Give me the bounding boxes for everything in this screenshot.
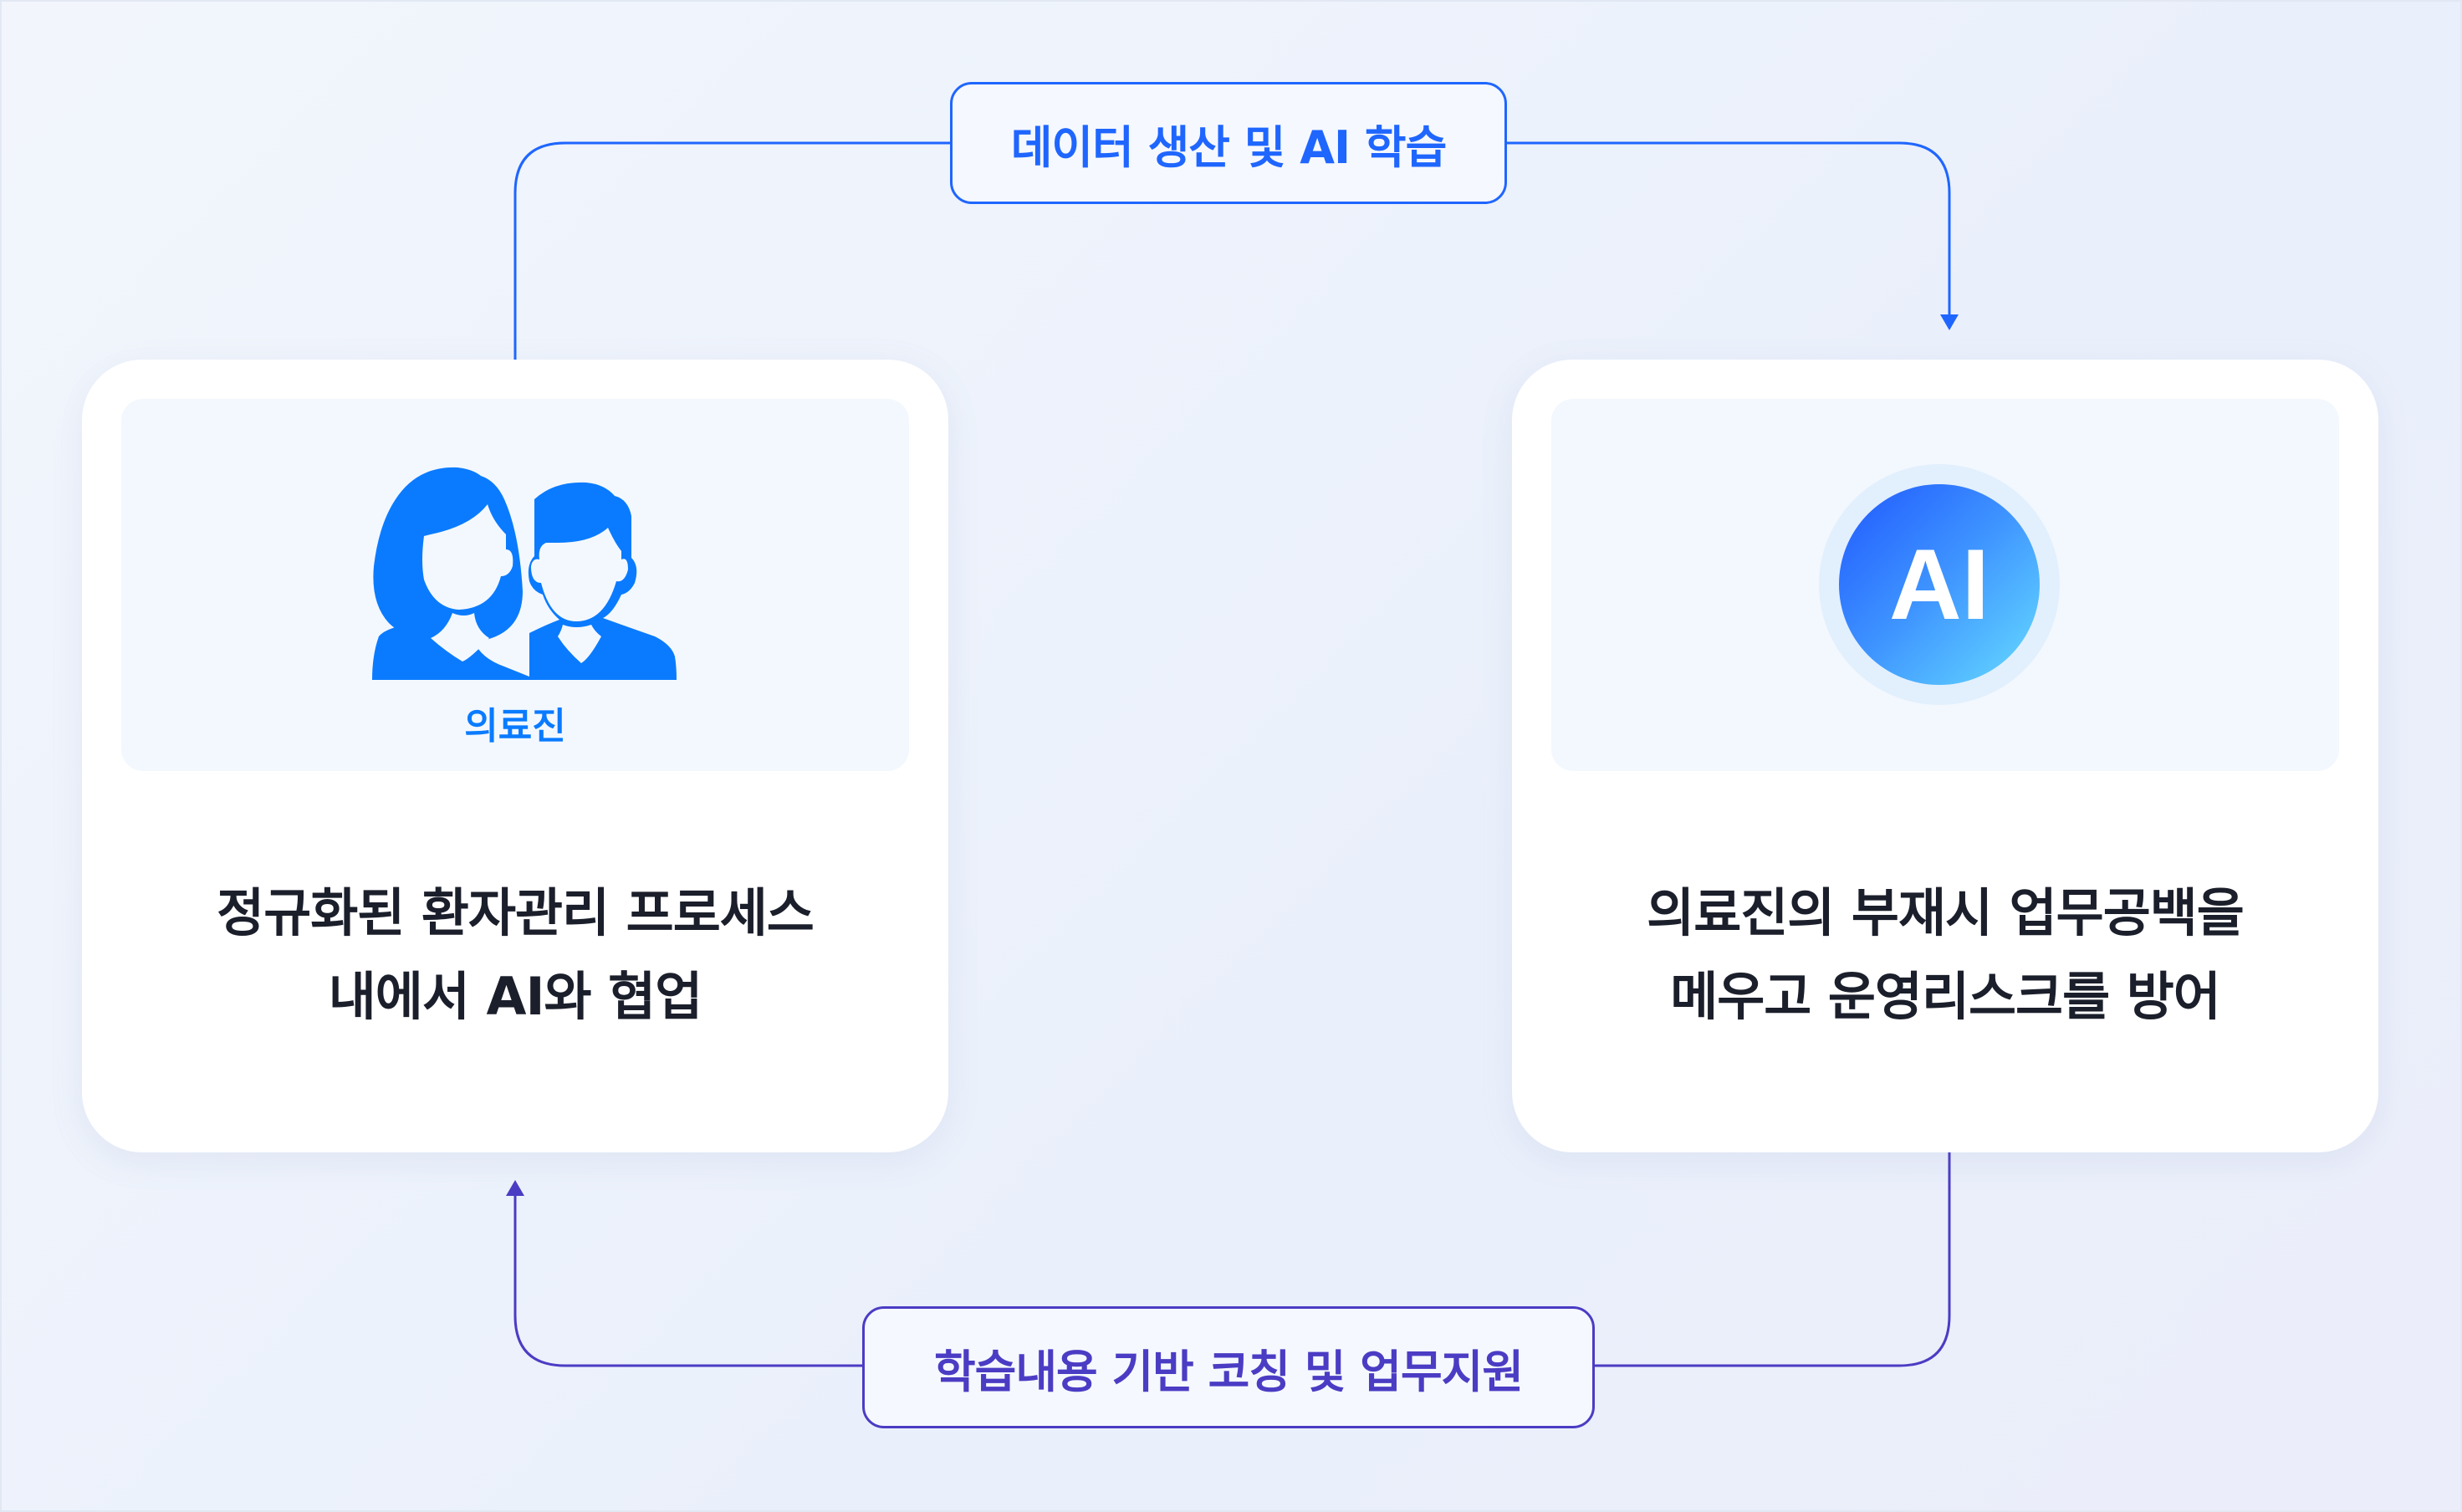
top-flow-label: 데이터 생산 및 AI 학습 — [950, 82, 1507, 204]
top-flow-arrowhead — [1940, 314, 1959, 330]
medical-staff-description: 정규화된 환자관리 프로세스 내에서 AI와 협업 — [82, 871, 948, 1039]
medical-staff-card: 의료진 정규화된 환자관리 프로세스 내에서 AI와 협업 — [82, 360, 948, 1152]
icon-panel: AI — [1551, 399, 2339, 771]
ai-card: AI 의료진의 부재시 업무공백을 메우고 운영리스크를 방어 — [1512, 360, 2378, 1152]
medical-staff-label: 의료진 — [464, 705, 566, 748]
bottom-flow-label: 학습내용 기반 코칭 및 업무지원 — [862, 1306, 1595, 1428]
description-line: 메우고 운영리스크를 방어 — [1670, 966, 2221, 1027]
bottom-flow-arrowhead — [506, 1180, 524, 1196]
ai-badge-text: AI — [1889, 529, 1990, 641]
description-line: 정규화된 환자관리 프로세스 — [217, 882, 815, 943]
description-line: 내에서 AI와 협업 — [328, 966, 702, 1027]
ai-badge-circle: AI — [1839, 484, 2040, 685]
description-line: 의료진의 부재시 업무공백을 — [1647, 882, 2245, 943]
people-icon — [372, 467, 677, 680]
ai-description: 의료진의 부재시 업무공백을 메우고 운영리스크를 방어 — [1512, 871, 2378, 1039]
bottom-flow-label-text: 학습내용 기반 코칭 및 업무지원 — [933, 1345, 1524, 1398]
top-flow-label-text: 데이터 생산 및 AI 학습 — [1010, 120, 1448, 174]
ai-badge-icon: AI — [1819, 464, 2060, 705]
icon-panel: 의료진 — [121, 399, 909, 771]
